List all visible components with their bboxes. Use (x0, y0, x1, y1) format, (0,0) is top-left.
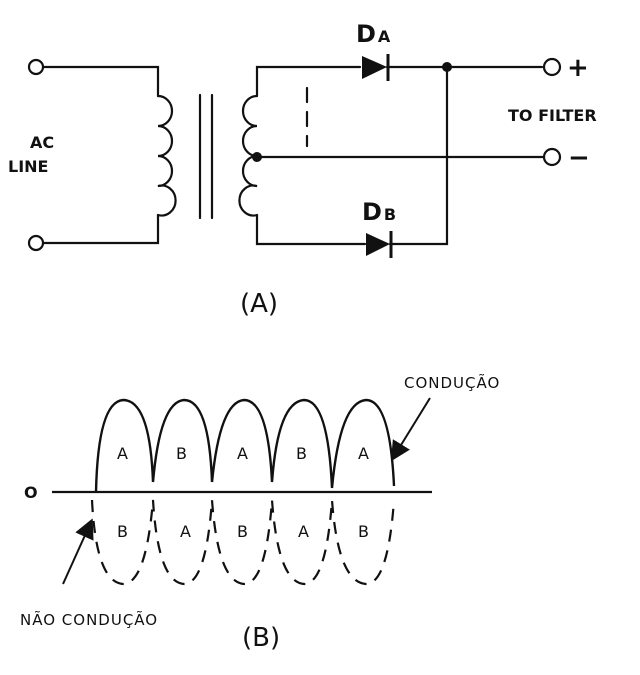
circuit-schematic (27, 57, 562, 252)
waveform-plot (52, 398, 432, 586)
non-conduction-arrow (62, 518, 94, 585)
non-conduction-waveform (90, 499, 396, 586)
lower-half-label-4: A (298, 522, 309, 541)
output-terminal-negative (542, 147, 562, 167)
primary-winding (156, 94, 177, 217)
non-conduction-annotation: NÃO CONDUÇÃO (20, 610, 158, 629)
upper-half-label-1: A (117, 444, 128, 463)
output-junction-dot (442, 62, 452, 72)
waveform-caption: (B) (242, 623, 280, 653)
primary-lead-bottom (41, 213, 160, 245)
conduction-waveform (94, 398, 396, 493)
conduction-annotation: CONDUÇÃO (404, 373, 500, 392)
diode-b-symbol (366, 231, 393, 258)
lower-half-label-2: A (180, 522, 191, 541)
lower-half-label-1: B (117, 522, 128, 541)
diode-b-output-wire (388, 65, 449, 246)
ac-line-label-1: AC (30, 133, 54, 152)
upper-half-label-4: B (296, 444, 307, 463)
negative-output-label: − (568, 143, 590, 173)
diode-a-symbol (362, 54, 390, 81)
upper-half-label-3: A (237, 444, 248, 463)
to-filter-label: TO FILTER (508, 106, 597, 125)
ac-input-terminal-bottom (27, 234, 45, 252)
center-tap-junction-dot (252, 152, 262, 162)
ac-input-terminal-top (27, 58, 45, 76)
primary-lead-top (41, 65, 160, 98)
zero-label: O (24, 483, 38, 502)
conduction-arrow (390, 397, 431, 462)
upper-half-label-2: B (176, 444, 187, 463)
upper-half-label-5: A (358, 444, 369, 463)
positive-output-label: + (567, 53, 589, 83)
circuit-caption: (A) (240, 289, 278, 319)
secondary-lead-top (255, 65, 362, 98)
lower-half-label-3: B (237, 522, 248, 541)
secondary-lead-bottom (255, 213, 367, 246)
output-terminal-positive (542, 57, 562, 77)
ac-line-label-2: LINE (8, 157, 48, 176)
lower-half-label-5: B (358, 522, 369, 541)
